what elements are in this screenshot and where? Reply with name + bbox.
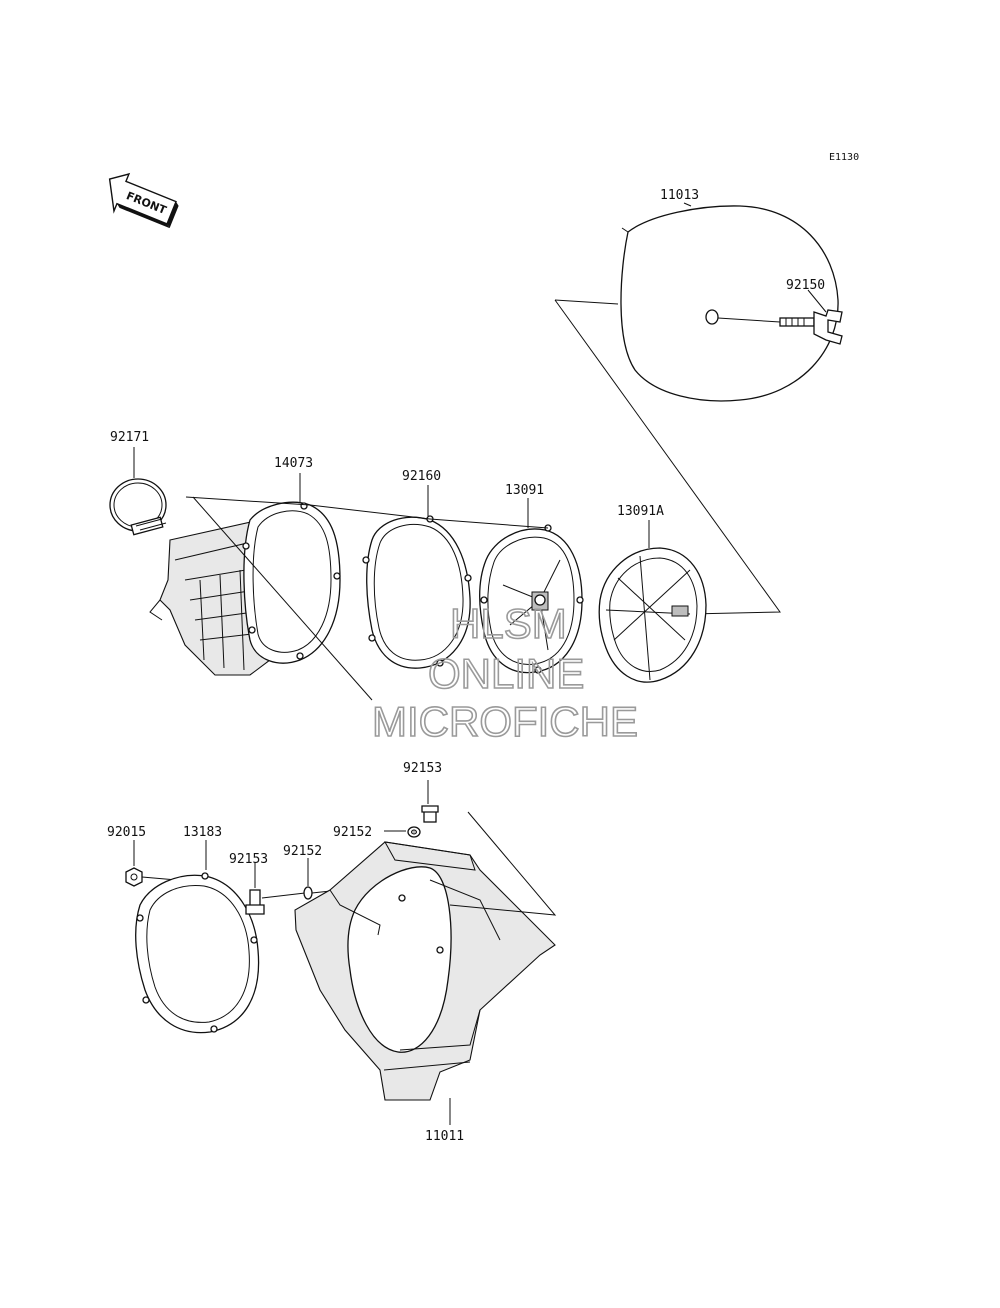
- washer-icon: [303, 886, 313, 900]
- part-label-11011[interactable]: 11011: [425, 1129, 464, 1144]
- part-label-92015[interactable]: 92015: [107, 825, 146, 840]
- part-label-92150[interactable]: 92150: [786, 278, 825, 293]
- part-label-11013[interactable]: 11013: [660, 188, 699, 203]
- part-label-92153-top[interactable]: 92153: [403, 761, 442, 776]
- part-label-14073[interactable]: 14073: [274, 456, 313, 471]
- diagram-code: E1130: [829, 152, 859, 163]
- air-filter-element: [620, 205, 839, 402]
- hose-clamp-icon: [109, 478, 167, 536]
- part-label-92153-left[interactable]: 92153: [229, 852, 268, 867]
- wing-bolt-icon: [717, 309, 843, 345]
- part-label-92160[interactable]: 92160: [402, 469, 441, 484]
- filter-holder-frame: [242, 501, 341, 664]
- bolt-icon: [245, 889, 265, 915]
- filter-cage: [479, 524, 584, 674]
- nut-icon: [125, 867, 143, 887]
- watermark-line-3: MICROFICHE: [372, 698, 638, 745]
- part-label-92152-top[interactable]: 92152: [333, 825, 372, 840]
- bolt-icon-top: [421, 805, 439, 823]
- seal-gasket: [135, 872, 260, 1034]
- part-label-13091[interactable]: 13091: [505, 483, 544, 498]
- filter-gasket: [362, 515, 472, 669]
- watermark-line-1: HLSM: [450, 600, 567, 647]
- washer-icon-top: [407, 826, 421, 838]
- part-label-92152-left[interactable]: 92152: [283, 844, 322, 859]
- filter-cage-alt: [598, 547, 707, 683]
- part-label-92171[interactable]: 92171: [110, 430, 149, 445]
- part-label-13091a[interactable]: 13091A: [617, 504, 664, 519]
- watermark-line-2: ONLINE: [428, 650, 584, 697]
- part-label-13183[interactable]: 13183: [183, 825, 222, 840]
- air-box: [294, 841, 556, 1101]
- front-arrow-icon: FRONT: [108, 172, 179, 229]
